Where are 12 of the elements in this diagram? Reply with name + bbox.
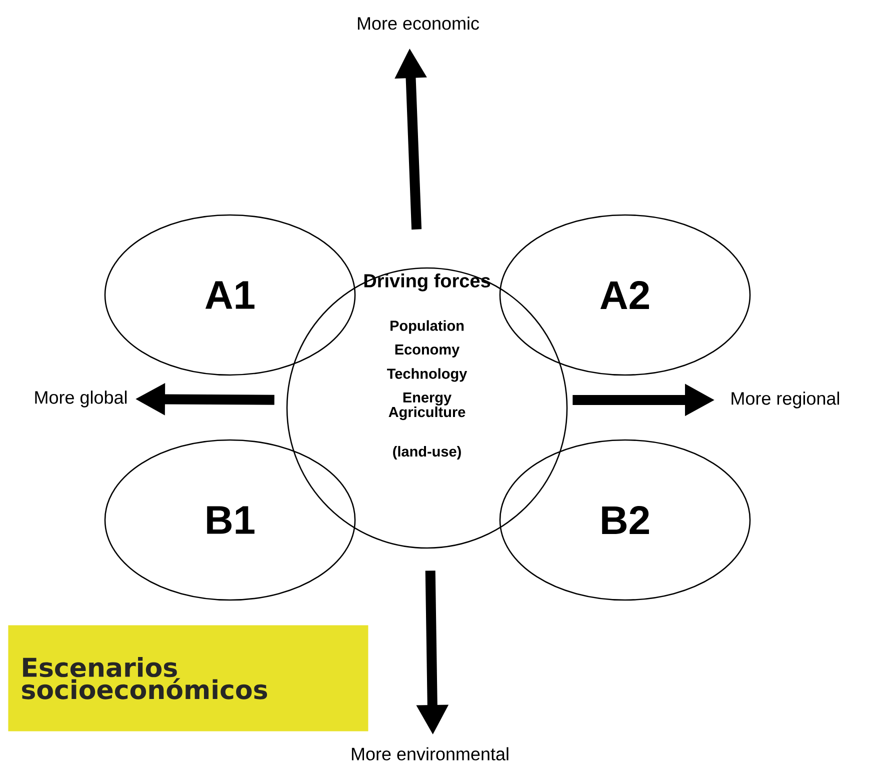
list-item: Economy: [395, 344, 460, 358]
list-item: Technology: [387, 368, 468, 382]
title-box: Escenarios socioeconómicos: [8, 625, 368, 732]
direction-label: More global: [35, 390, 127, 408]
direction-label: More regional: [732, 392, 840, 408]
driving-forces-circle: [286, 267, 568, 549]
list-item: Energy: [403, 392, 452, 406]
heading: Driving forces: [364, 274, 490, 292]
direction-label: More economic: [358, 16, 480, 30]
list-item: Agriculture (land-use): [388, 406, 466, 460]
list-item: Population: [390, 320, 464, 334]
direction-label: More environmental: [352, 747, 508, 760]
